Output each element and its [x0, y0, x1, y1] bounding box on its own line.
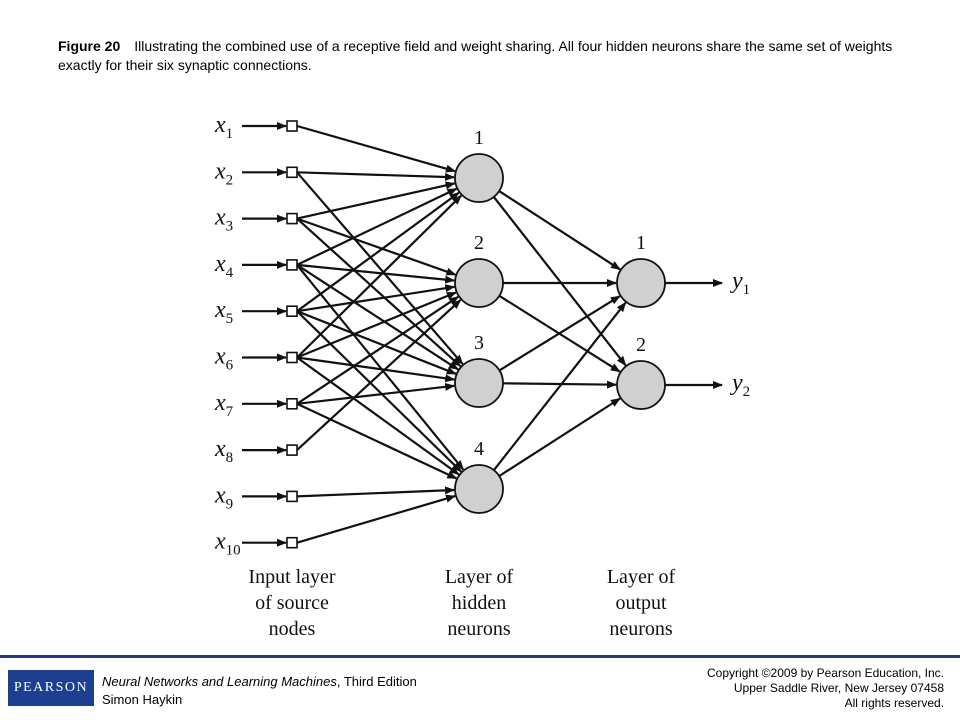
- edge-h1-o1: [498, 190, 621, 271]
- source-node-3: [286, 212, 298, 225]
- layer-label-output-1: Layer of: [607, 566, 676, 588]
- edge-h4-o2: [498, 397, 621, 477]
- input-label-x3: x3: [214, 205, 233, 235]
- footer-divider: [0, 655, 960, 658]
- edge-x2-h1: [296, 171, 456, 181]
- book-info: Neural Networks and Learning Machines, T…: [102, 673, 417, 709]
- source-node-9: [286, 490, 298, 503]
- hidden-neuron-label-1: 1: [474, 127, 484, 149]
- edge-x7-h4: [296, 402, 458, 480]
- source-node-10: [286, 536, 298, 549]
- hidden-neuron-label-4: 4: [474, 438, 484, 460]
- edge-h3-o1: [498, 295, 621, 372]
- pearson-logo: PEARSON: [8, 670, 94, 706]
- input-label-x9: x9: [214, 482, 233, 512]
- caption-text: Illustrating the combined use of a recep…: [58, 38, 893, 73]
- edge-x8-h2: [296, 299, 462, 451]
- source-node-7: [286, 397, 298, 410]
- edge-h1-o2: [492, 196, 627, 367]
- input-label-x1: x1: [214, 112, 233, 142]
- edge-x3-h2: [296, 217, 457, 276]
- copyright-line-2: Upper Saddle River, New Jersey 07458: [733, 681, 944, 695]
- source-node-1: [286, 120, 298, 132]
- hidden-neuron-4: [454, 464, 504, 514]
- input-label-x8: x8: [214, 436, 233, 466]
- output-label-y1: y1: [730, 268, 750, 298]
- copyright-line-3: All rights reserved.: [844, 696, 944, 710]
- source-node-8: [286, 444, 298, 456]
- edge-x6-h4: [296, 356, 460, 476]
- edge-x10-h4: [296, 494, 456, 544]
- layer-label-input-2: of source: [255, 592, 329, 614]
- book-author: Simon Haykin: [102, 692, 183, 707]
- output-neuron-label-2: 2: [636, 334, 646, 356]
- input-label-x10: x10: [214, 529, 241, 559]
- edge-x5-h1: [296, 191, 460, 313]
- hidden-neuron-label-2: 2: [474, 232, 484, 254]
- source-node-4: [286, 259, 298, 271]
- edge-x6-h3: [296, 356, 456, 383]
- input-label-x5: x5: [214, 297, 233, 327]
- edge-x3-h3: [296, 217, 462, 368]
- layer-label-input-1: Input layer: [248, 566, 336, 588]
- hidden-neuron-3: [454, 358, 504, 408]
- layer-label-hidden-1: Layer of: [445, 566, 514, 588]
- hidden-neuron-1: [454, 153, 504, 203]
- source-node-5: [286, 305, 298, 318]
- edge-x1-h1: [296, 124, 456, 173]
- layer-label-output-2: output: [615, 592, 667, 614]
- output-neuron-2: [616, 360, 666, 410]
- edge-x4-h3: [296, 263, 459, 371]
- input-label-x2: x2: [214, 158, 233, 188]
- edge-x6-h2: [296, 291, 457, 359]
- edge-x3-h1: [296, 181, 456, 220]
- edge-x2-h3: [296, 171, 464, 365]
- edge-x7-h2: [296, 295, 460, 405]
- edge-h4-o1: [492, 301, 627, 471]
- edge-x4-h2: [296, 263, 456, 284]
- input-label-x6: x6: [214, 344, 234, 374]
- edge-x4-h1: [296, 187, 458, 266]
- input-label-x4: x4: [214, 251, 234, 281]
- edge-x5-h4: [296, 310, 462, 473]
- edge-x5-h2: [296, 284, 456, 313]
- edge-x5-h3: [296, 310, 457, 375]
- copyright-line-1: Copyright ©2009 by Pearson Education, In…: [707, 666, 944, 680]
- layer-label-input-3: nodes: [269, 618, 316, 640]
- layer-label-hidden-3: neurons: [447, 618, 511, 640]
- edge-x9-h4: [296, 486, 456, 498]
- output-neuron-label-1: 1: [636, 232, 646, 254]
- edge-x4-h4: [296, 264, 465, 471]
- hidden-neuron-2: [454, 258, 504, 308]
- book-edition: , Third Edition: [336, 674, 417, 689]
- edge-h3-o2: [502, 380, 618, 389]
- layer-label-output-3: neurons: [609, 618, 673, 640]
- edge-x7-h3: [296, 382, 456, 405]
- output-neuron-1: [616, 258, 666, 308]
- input-label-x7: x7: [214, 390, 234, 420]
- edge-x6-h1: [296, 194, 462, 359]
- hidden-neuron-label-3: 3: [474, 332, 484, 354]
- source-node-6: [286, 351, 298, 364]
- copyright-notice: Copyright ©2009 by Pearson Education, In…: [707, 666, 944, 711]
- figure-label: Figure 20: [58, 38, 121, 54]
- output-label-y2: y2: [730, 370, 750, 400]
- book-title: Neural Networks and Learning Machines: [102, 674, 337, 689]
- source-node-2: [286, 166, 298, 179]
- layer-label-hidden-2: hidden: [452, 592, 506, 614]
